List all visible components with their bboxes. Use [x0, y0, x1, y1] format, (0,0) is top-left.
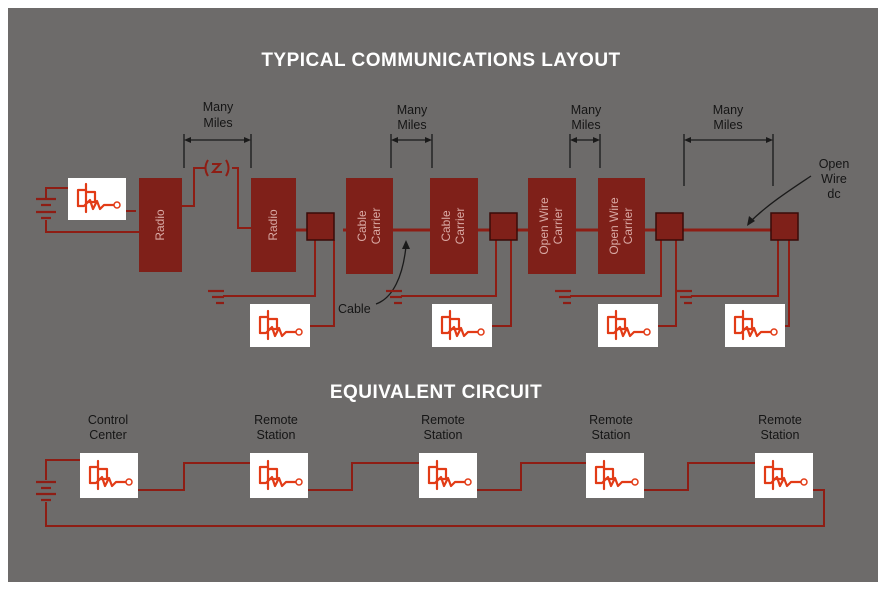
station-circuit-icon — [755, 453, 813, 498]
ground-icon — [208, 289, 224, 305]
open-wire-label-line1: Open — [819, 157, 850, 171]
distance-label-line2: Miles — [713, 118, 742, 132]
remote-station-label-line1: Remote — [254, 413, 298, 427]
cable-pointer — [375, 245, 407, 305]
remote-station-label-line1: Remote — [758, 413, 802, 427]
equipment-cable-carrier-2: Cable Carrier — [430, 178, 478, 274]
equivalent-station-labels: Control Center Remote Station Remote Sta… — [88, 413, 802, 442]
equipment-label-line1: Open Wire — [537, 197, 551, 255]
cable-pointer-arrow — [402, 240, 410, 249]
cable-label: Cable — [338, 302, 371, 316]
station-circuit-icon — [432, 304, 492, 347]
station-circuit-icon — [80, 453, 138, 498]
remote-station-label-line2: Station — [761, 428, 800, 442]
equipment-label-line2: Carrier — [369, 208, 383, 245]
distance-marker-1: Many Miles — [183, 100, 252, 168]
equipment-radio-1: Radio — [139, 178, 182, 272]
equipment-open-wire-carrier-1: Open Wire Carrier — [528, 178, 576, 274]
distance-label-line2: Miles — [203, 116, 232, 130]
remote-station-label-line2: Station — [257, 428, 296, 442]
distance-label-line2: Miles — [397, 118, 426, 132]
equipment-label: Radio — [153, 209, 167, 241]
battery-icon — [36, 480, 56, 502]
distance-label-line2: Miles — [571, 118, 600, 132]
open-wire-pointer — [749, 175, 812, 223]
equipment-label-line1: Cable — [439, 210, 453, 242]
ground-icon — [555, 289, 571, 305]
diagram-panel: TYPICAL COMMUNICATIONS LAYOUT Many Miles… — [8, 8, 878, 582]
station-circuit-icon — [250, 304, 310, 347]
remote-station-label-line1: Remote — [421, 413, 465, 427]
equipment-radio-2: Radio — [251, 178, 296, 272]
distance-label-line1: Many — [571, 103, 602, 117]
station-circuit-icon — [586, 453, 644, 498]
equivalent-title: EQUIVALENT CIRCUIT — [330, 382, 542, 403]
station-circuit-icon — [725, 304, 785, 347]
junction-box — [489, 212, 518, 241]
equipment-cable-carrier-1: Cable Carrier — [346, 178, 393, 274]
control-center-label-line2: Center — [89, 428, 127, 442]
open-wire-label-line2: Wire — [821, 172, 847, 186]
remote-station-label-line2: Station — [592, 428, 631, 442]
equipment-label-line1: Cable — [355, 210, 369, 242]
equipment-label-line1: Open Wire — [607, 197, 621, 255]
station-circuit-icon — [250, 453, 308, 498]
radio-wave-icon — [204, 159, 230, 177]
distance-label-line1: Many — [397, 103, 428, 117]
ground-icon — [386, 289, 402, 305]
distance-label-line1: Many — [713, 103, 744, 117]
battery-icon — [36, 197, 56, 220]
distance-marker-3: Many Miles — [569, 103, 602, 168]
layout-wiring — [45, 167, 790, 327]
communications-diagram: TYPICAL COMMUNICATIONS LAYOUT Many Miles… — [36, 50, 850, 527]
control-center-label-line1: Control — [88, 413, 128, 427]
junction-box — [655, 212, 684, 241]
equipment-label-line2: Carrier — [453, 208, 467, 245]
junction-box — [306, 212, 335, 241]
open-wire-label-line3: dc — [827, 187, 840, 201]
remote-station-label-line2: Station — [424, 428, 463, 442]
ground-icon — [676, 289, 692, 305]
remote-station-label-line1: Remote — [589, 413, 633, 427]
distance-marker-4: Many Miles — [683, 103, 774, 186]
equipment-label: Radio — [266, 209, 280, 241]
equipment-label-line2: Carrier — [551, 208, 565, 245]
station-circuit-icon — [419, 453, 477, 498]
distance-label-line1: Many — [203, 100, 234, 114]
equipment-label-line2: Carrier — [621, 208, 635, 245]
station-circuit-icon — [68, 178, 126, 220]
station-circuit-icon — [598, 304, 658, 347]
distance-marker-2: Many Miles — [390, 103, 433, 168]
equipment-open-wire-carrier-2: Open Wire Carrier — [598, 178, 645, 274]
layout-title: TYPICAL COMMUNICATIONS LAYOUT — [261, 50, 620, 71]
open-wire-pointer-arrow — [747, 216, 755, 226]
equivalent-wiring — [45, 459, 825, 527]
junction-box — [770, 212, 799, 241]
